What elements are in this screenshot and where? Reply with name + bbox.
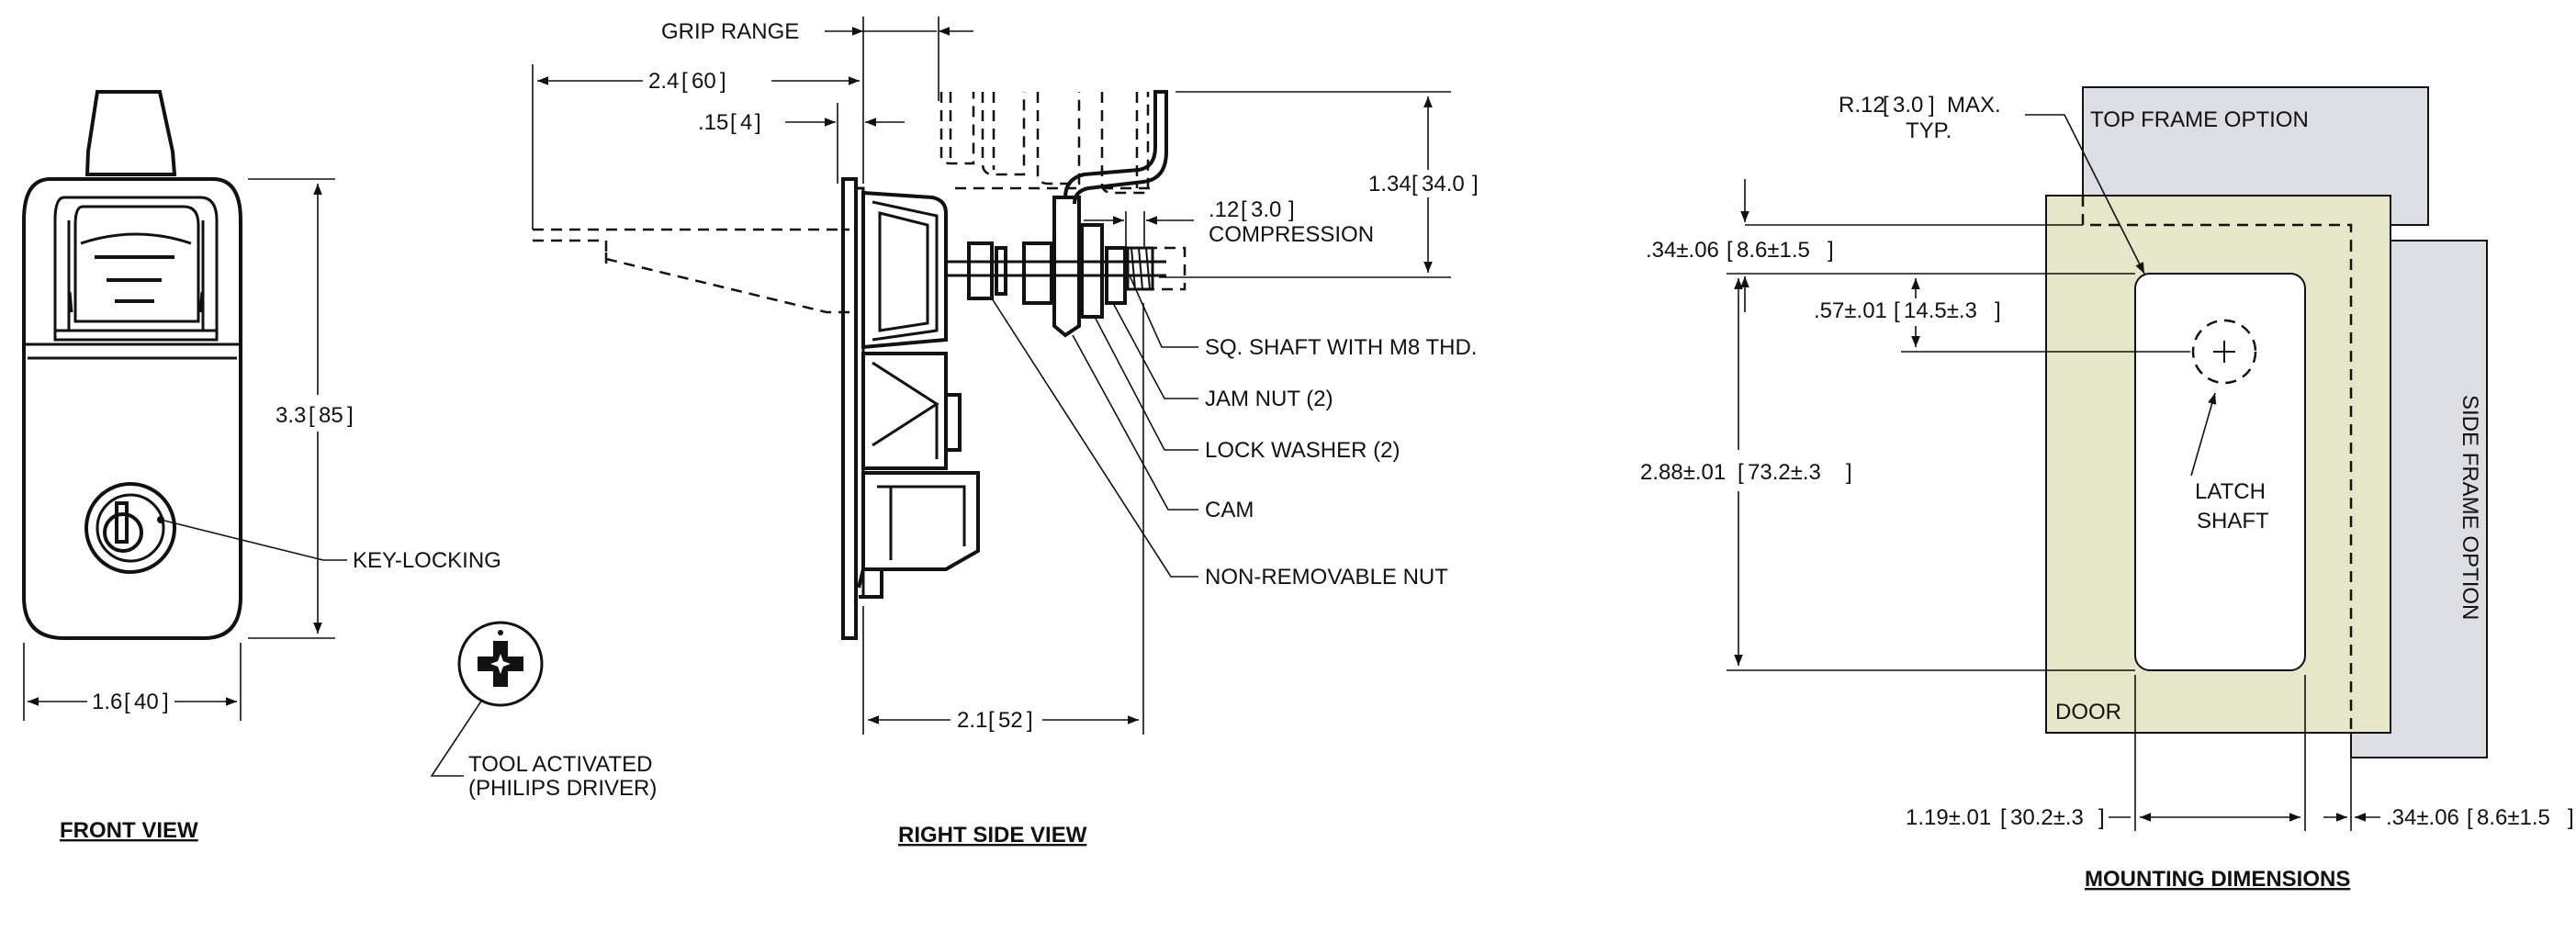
latch-label-line2: SHAFT — [2197, 509, 2269, 533]
latch-label-line1: LATCH — [2195, 479, 2266, 504]
door-cutout — [2134, 273, 2306, 671]
side-plate — [841, 177, 858, 640]
front-height-dim-metric: 85 — [319, 403, 343, 428]
svg-text:[: [ — [2467, 805, 2473, 830]
top-frame-label: TOP FRAME OPTION — [2090, 107, 2309, 132]
svg-text:]: ] — [2098, 805, 2105, 830]
svg-text:[: [ — [1738, 460, 1744, 485]
svg-text:[: [ — [1894, 298, 1900, 323]
svg-text:[: [ — [1727, 238, 1733, 263]
svg-text:[: [ — [1241, 197, 1247, 222]
svg-text:[: [ — [309, 403, 315, 428]
door-label: DOOR — [2055, 700, 2121, 724]
compression-label: COMPRESSION — [1209, 222, 1374, 247]
radius-value: R.12 — [1839, 93, 1885, 118]
mounting-dimensions-title: MOUNTING DIMENSIONS — [2085, 867, 2350, 892]
side-top-dim-metric: 60 — [692, 69, 716, 94]
mount-height-dim-metric: 73.2±.3 — [1748, 460, 1821, 485]
compression-value: .12 — [1209, 197, 1239, 222]
side-lower-housing — [861, 352, 948, 470]
key-lock — [84, 482, 176, 574]
svg-text:]: ] — [1288, 197, 1295, 222]
front-view-body — [22, 177, 242, 640]
grip-range-label: GRIP RANGE — [661, 19, 799, 44]
svg-text:]: ] — [1995, 298, 2001, 323]
radius-metric: 3.0 — [1893, 93, 1923, 118]
svg-text:]: ] — [1846, 460, 1852, 485]
tool-label-line2: (PHILIPS DRIVER) — [468, 776, 657, 801]
front-view: KEY-LOCKING 3.3 [ 85 ] 1.6 [ 40 ] FRONT … — [22, 90, 501, 843]
svg-text:[: [ — [1883, 93, 1889, 118]
mount-shaft-dim: .57±.01 — [1814, 298, 1887, 323]
svg-text:]: ] — [1828, 238, 1834, 263]
side-small-dim-metric: 4 — [740, 110, 752, 135]
side-top-dim: 2.4 — [648, 69, 679, 94]
side-upper-housing — [861, 190, 948, 350]
compression-metric: 3.0 — [1251, 197, 1281, 222]
svg-text:]: ] — [347, 403, 354, 428]
svg-text:]: ] — [720, 69, 726, 94]
radius-suffix: MAX. — [1947, 93, 2001, 118]
mount-height-dim: 2.88±.01 — [1640, 460, 1726, 485]
mount-shaft-dim-metric: 14.5±.3 — [1904, 298, 1977, 323]
callout-shaft: SQ. SHAFT WITH M8 THD. — [1205, 335, 1477, 360]
front-width-dim: 1.6 — [92, 690, 122, 714]
handle-open-dashed — [533, 228, 849, 314]
side-height-dim: 1.34 — [1368, 172, 1412, 197]
philips-tool-icon — [457, 621, 544, 707]
mounting-dimensions: LATCH SHAFT TOP FRAME OPTION SIDE FRAME … — [1640, 86, 2574, 892]
mount-width-dim-metric: 30.2±.3 — [2010, 805, 2084, 830]
front-width-dim-metric: 40 — [134, 690, 159, 714]
callout-cam: CAM — [1205, 498, 1254, 522]
mount-top-offset-metric: 8.6±1.5 — [1737, 238, 1810, 263]
mount-width-dim: 1.19±.01 — [1906, 805, 1991, 830]
side-cam — [1052, 196, 1081, 338]
callout-non-removable-nut: NON-REMOVABLE NUT — [1205, 565, 1448, 590]
side-bottom-dim-metric: 52 — [998, 708, 1023, 733]
svg-text:]: ] — [163, 690, 169, 714]
radius-typ: TYP. — [1906, 118, 1952, 143]
svg-text:]: ] — [755, 110, 761, 135]
svg-text:[: [ — [2000, 805, 2007, 830]
side-height-dim-metric: 34.0 — [1422, 172, 1465, 197]
mount-top-offset: .34±.06 — [1646, 238, 1719, 263]
right-side-view-title: RIGHT SIDE VIEW — [898, 823, 1087, 848]
front-view-knob — [84, 90, 177, 176]
callout-jam-nut: JAM NUT (2) — [1205, 387, 1333, 411]
svg-text:]: ] — [1929, 93, 1935, 118]
svg-text:[: [ — [1412, 172, 1418, 197]
front-view-slots — [95, 255, 174, 303]
side-frame-label: SIDE FRAME OPTION — [2458, 395, 2482, 620]
svg-text:]: ] — [1472, 172, 1479, 197]
svg-text:[: [ — [124, 690, 130, 714]
side-small-dim: .15 — [698, 110, 728, 135]
svg-text:[: [ — [988, 708, 995, 733]
latch-shaft-circle — [2191, 319, 2257, 385]
svg-text:]: ] — [1027, 708, 1033, 733]
callout-lock-washer: LOCK WASHER (2) — [1205, 438, 1400, 463]
svg-text:[: [ — [681, 69, 688, 94]
right-side-view: GRIP RANGE 2.4 [ 60 ] .15 [ 4 ] — [532, 17, 1479, 848]
tool-activated: TOOL ACTIVATED (PHILIPS DRIVER) — [430, 621, 657, 801]
side-bottom-dim: 2.1 — [957, 708, 987, 733]
tool-label-line1: TOOL ACTIVATED — [468, 752, 652, 777]
front-view-title: FRONT VIEW — [60, 818, 198, 843]
key-locking-label: KEY-LOCKING — [353, 548, 501, 573]
front-height-dim: 3.3 — [276, 403, 306, 428]
mount-side-offset-metric: 8.6±1.5 — [2477, 805, 2550, 830]
svg-text:]: ] — [2568, 805, 2574, 830]
mount-side-offset: .34±.06 — [2386, 805, 2459, 830]
svg-text:[: [ — [730, 110, 737, 135]
